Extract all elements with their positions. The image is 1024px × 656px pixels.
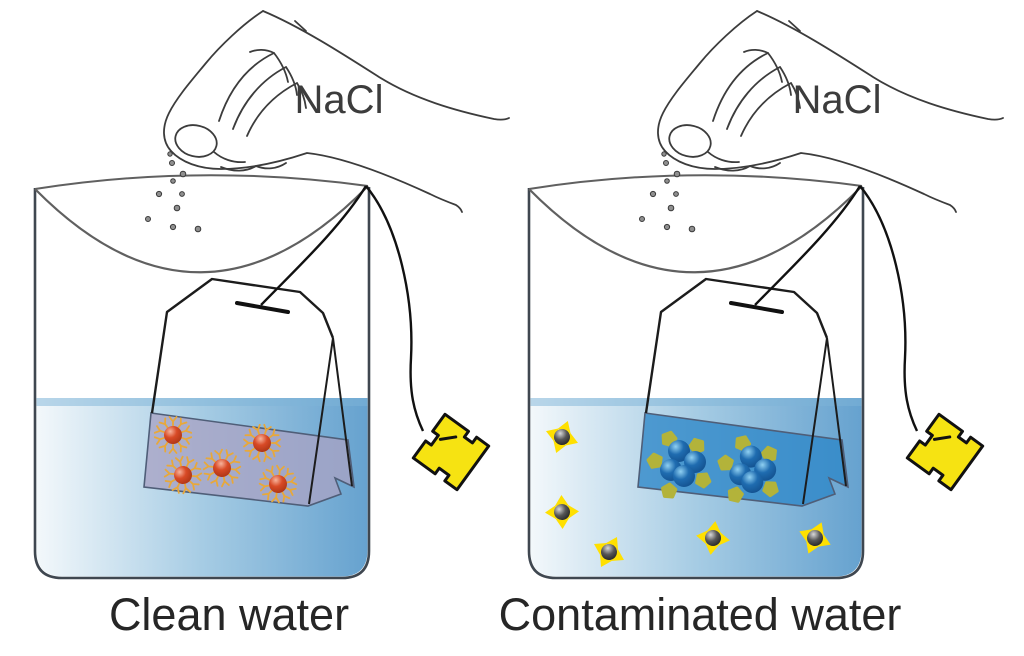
nacl-label-right: NaCl xyxy=(793,78,882,122)
nacl-label-left: NaCl xyxy=(295,78,384,122)
caption-clean-water: Clean water xyxy=(109,589,349,640)
caption-contaminated-water: Contaminated water xyxy=(499,589,902,640)
clean-water-beaker xyxy=(33,9,511,580)
